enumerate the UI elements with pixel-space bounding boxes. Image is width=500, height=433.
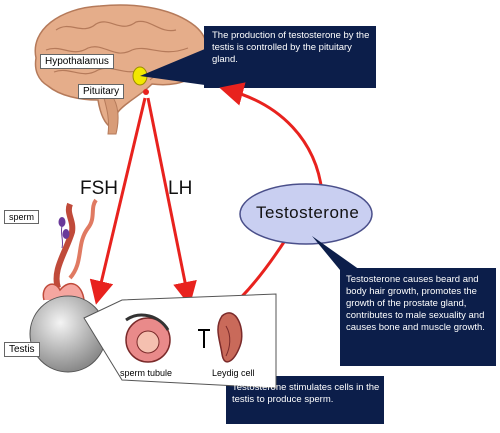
- leydig-cell-label: Leydig cell: [212, 368, 255, 378]
- effects-pointer: [312, 236, 360, 270]
- testosterone-effects-text: Testosterone causes beard and body hair …: [346, 274, 485, 333]
- testis-illustration: [29, 198, 107, 373]
- testis-label: Testis: [4, 342, 40, 357]
- sperm-production-text: Testosterone stimulates cells in the tes…: [232, 382, 380, 405]
- sperm-label: sperm: [4, 210, 40, 224]
- fsh-arrow: [89, 97, 147, 305]
- sperm-tubule-illustration: [125, 313, 171, 363]
- pituitary-label: Pituitary: [78, 84, 125, 99]
- lh-label: LH: [168, 178, 193, 199]
- sperm-tubule-label: sperm tubule: [120, 368, 173, 378]
- lh-arrow: [146, 97, 197, 306]
- callout-pointer: [140, 46, 212, 86]
- fsh-label: FSH: [80, 178, 118, 199]
- feedback-arrow: [219, 82, 324, 193]
- testosterone-ellipse: [239, 183, 373, 245]
- leydig-cell-illustration: [217, 312, 243, 363]
- hypothalamus-label: Hypothalamus: [40, 54, 114, 69]
- testosterone-label: Testosterone: [256, 203, 360, 222]
- callout-box-effects: [340, 268, 496, 366]
- pituitary-control-text: The production of testosterone by the te…: [212, 30, 370, 65]
- callout-box-pituitary: [204, 26, 376, 88]
